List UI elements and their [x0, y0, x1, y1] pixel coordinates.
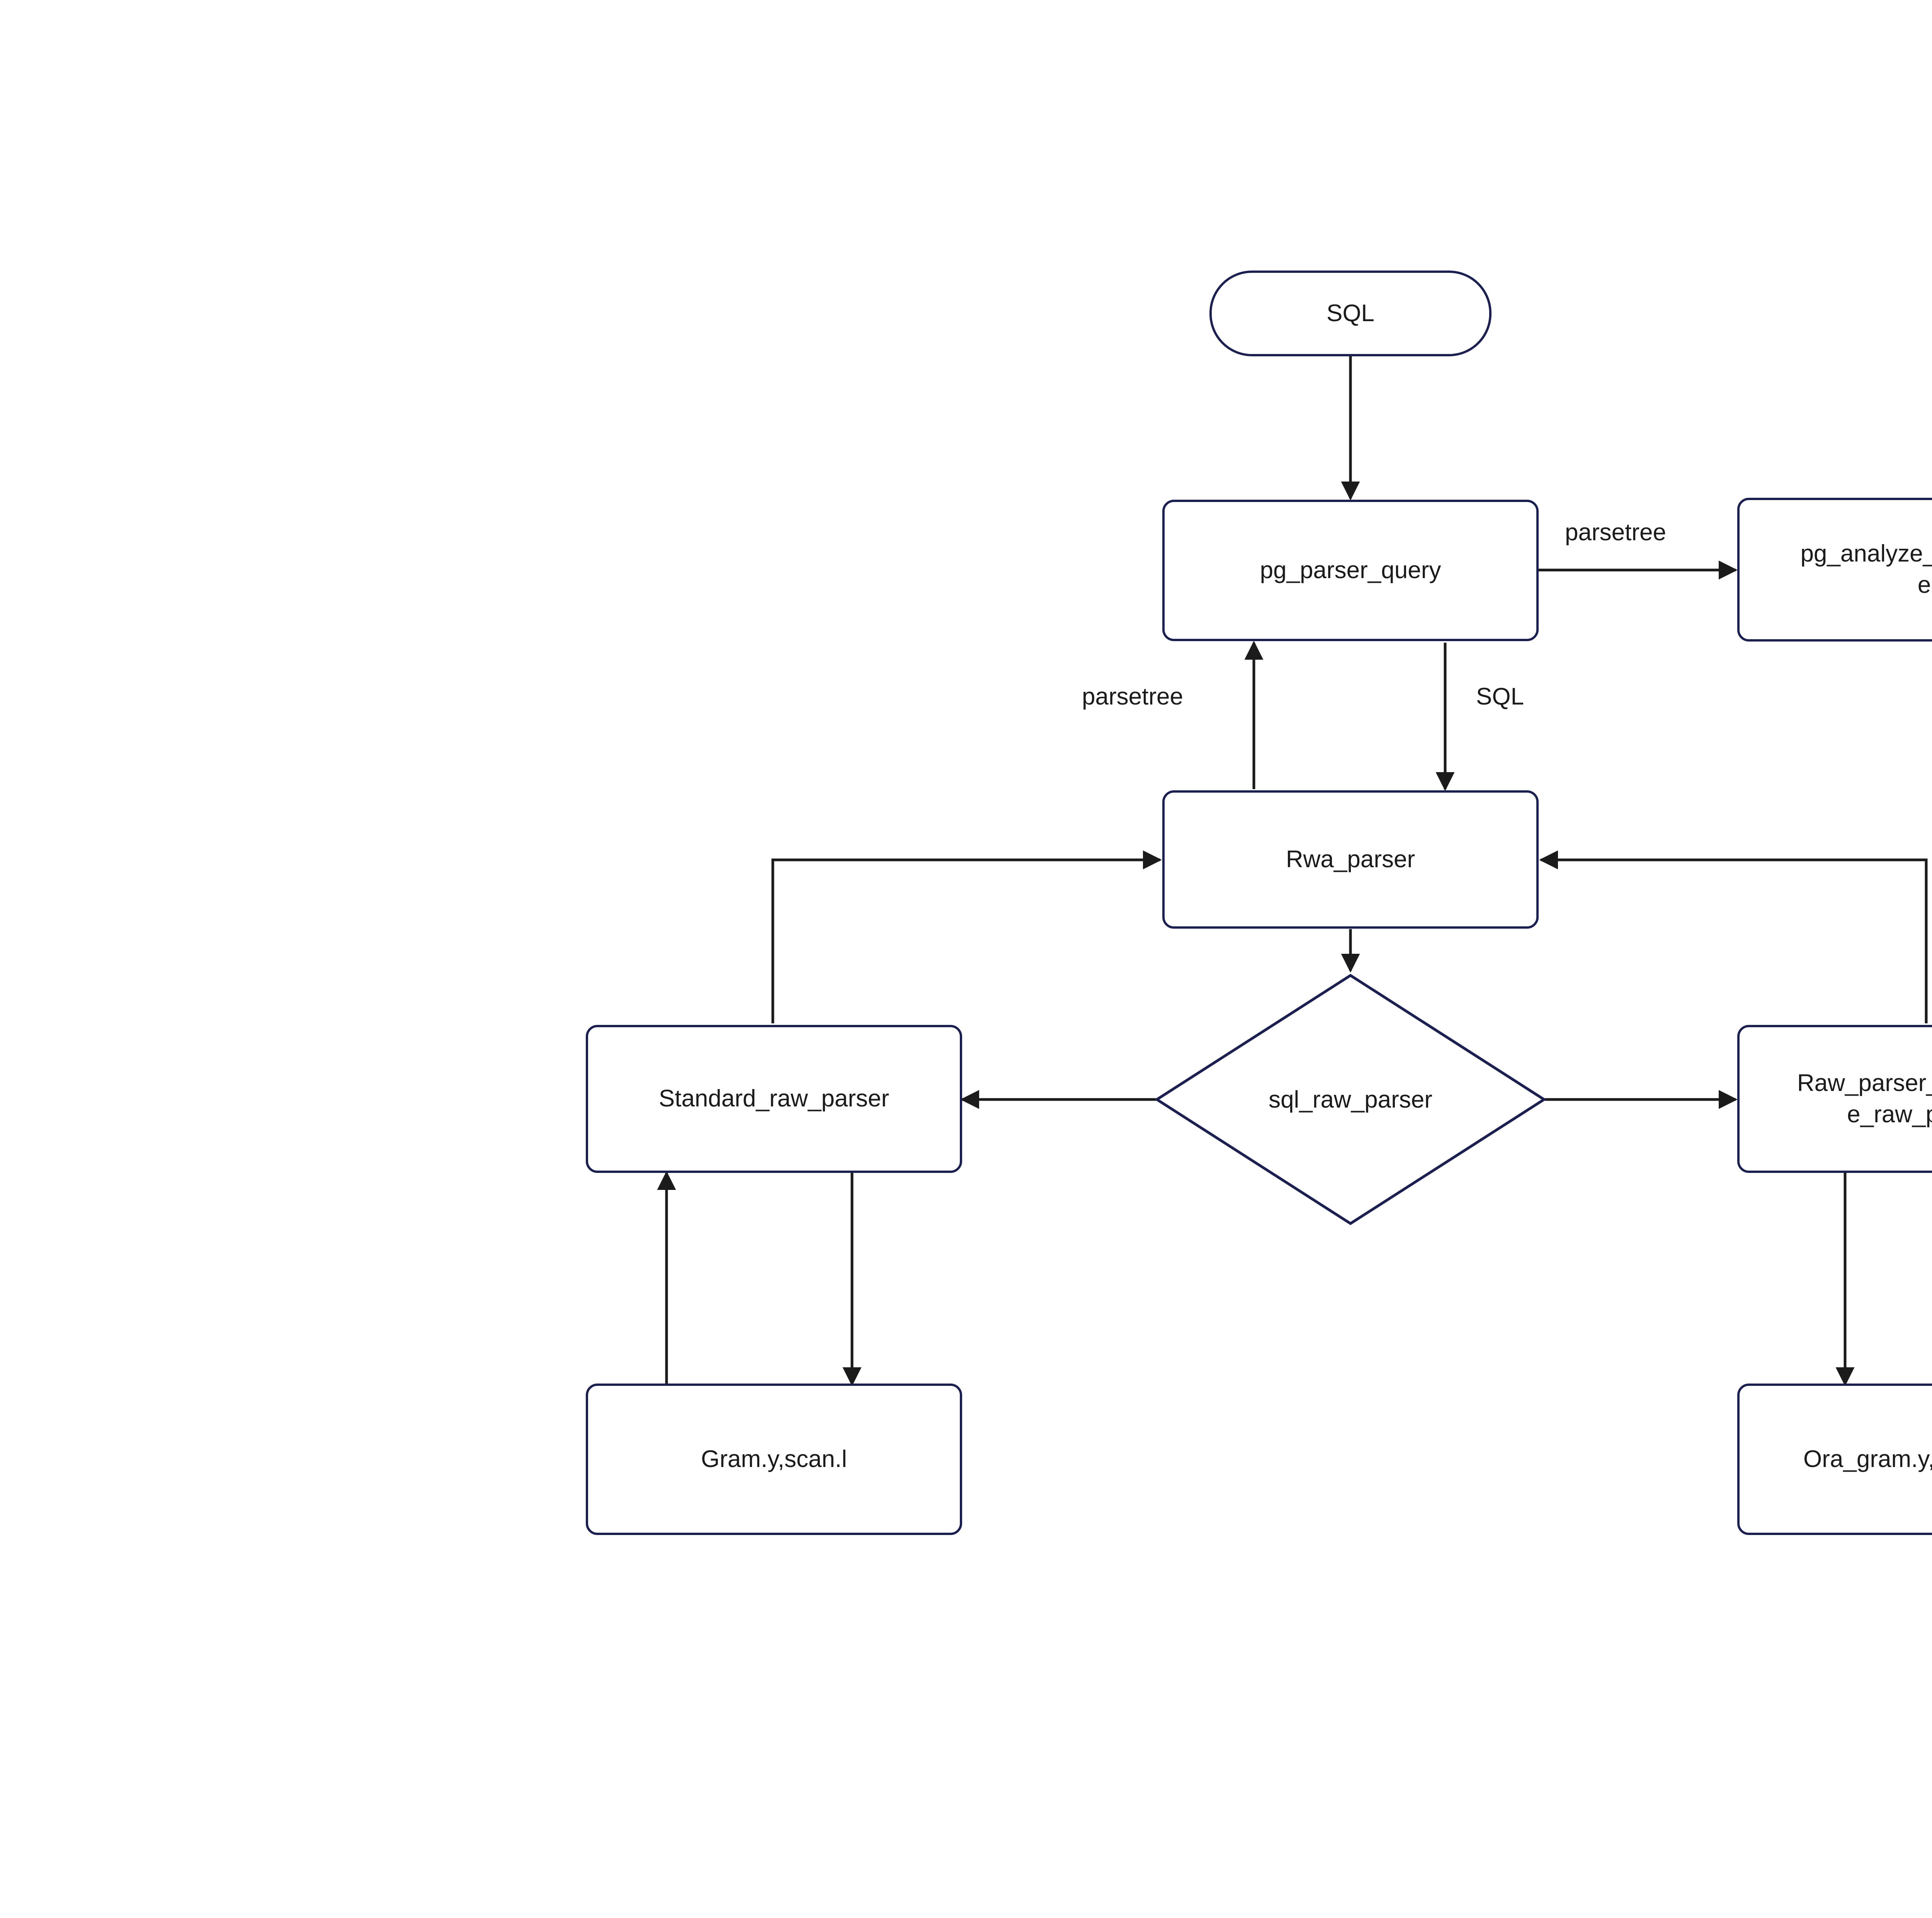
- node-rwa-parser[interactable]: Rwa_parser: [1162, 790, 1539, 929]
- node-gram-scan[interactable]: Gram.y,scan.l: [586, 1384, 962, 1535]
- node-sql-input[interactable]: SQL: [1209, 271, 1492, 356]
- node-raw-parser-hook[interactable]: Raw_parser_hook(oracl e_raw_parser): [1737, 1025, 1932, 1173]
- node-pg-parser-query[interactable]: pg_parser_query: [1162, 500, 1539, 641]
- edge-raw-parser-hook-to-rwa-parser: [1539, 850, 1928, 1023]
- edge-label-sql-to-rwa-parser: SQL: [1472, 682, 1528, 711]
- node-sql-raw-parser-label: sql_raw_parser: [1269, 1086, 1432, 1113]
- node-ora-gram-scan[interactable]: Ora_gram.y,ora_scan.l: [1737, 1384, 1932, 1535]
- edge-label-parsetree-to-analyze: parsetree: [1561, 518, 1670, 547]
- node-standard-raw-parser[interactable]: Standard_raw_parser: [586, 1025, 962, 1173]
- node-pg-analyze-and-rewrite[interactable]: pg_analyze_and_rewrit e: [1737, 498, 1932, 642]
- node-sql-raw-parser[interactable]: sql_raw_parser: [1154, 973, 1547, 1225]
- edge-standard-raw-parser-to-rwa-parser: [771, 850, 1162, 1023]
- diamond-shape: [1154, 973, 1547, 1225]
- edge-label-parsetree-to-pg-parser-query: parsetree: [1078, 682, 1187, 711]
